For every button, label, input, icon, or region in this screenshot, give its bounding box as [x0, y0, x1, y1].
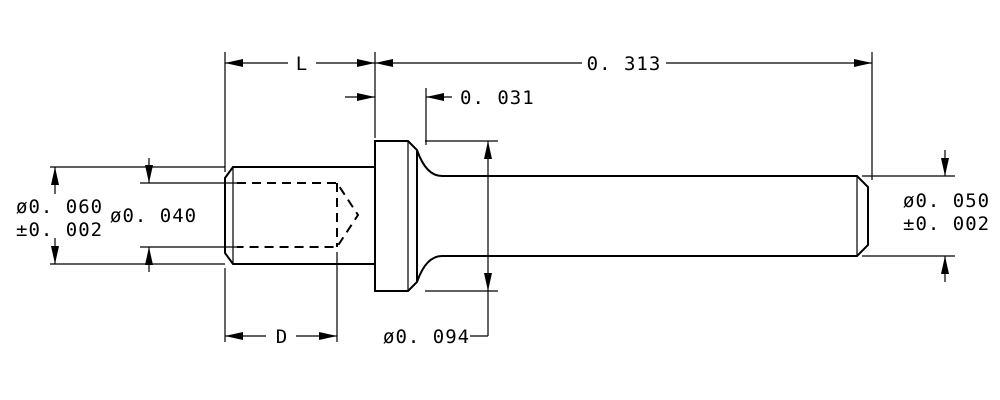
dimension-shank-tolerance-label: ±0. 002 [903, 213, 990, 235]
fillet-top [416, 149, 443, 177]
dimension-bore-diameter-label: ø0. 040 [110, 205, 197, 227]
shank-outline [442, 175, 869, 257]
dimension-head-thickness: 0. 031 [345, 87, 535, 109]
dimension-depth-d-label: D [276, 326, 288, 348]
hidden-bore [237, 182, 360, 248]
part-outline [224, 140, 869, 292]
dimension-l: L [225, 53, 375, 75]
dimension-head-diameter-label: ø0. 094 [383, 326, 470, 348]
dimension-overall-length-label: 0. 313 [587, 53, 662, 75]
dimension-head-diameter: ø0. 094 [383, 141, 492, 348]
dimension-shank-diameter: ø0. 050 ±0. 002 [903, 150, 990, 282]
dimension-tip-diameter-label: ø0. 060 [16, 196, 103, 218]
dimension-depth-d: D [225, 326, 337, 348]
extension-lines [50, 52, 955, 342]
dimension-shank-diameter-label: ø0. 050 [903, 190, 990, 212]
tip-outline [224, 166, 375, 265]
dimension-tip-diameter: ø0. 060 ±0. 002 [10, 167, 103, 264]
dimension-overall-length: 0. 313 [375, 53, 872, 75]
head-outline [374, 140, 418, 292]
dimension-l-label: L [296, 53, 308, 75]
fillet-bottom [416, 255, 443, 283]
dimension-head-thickness-label: 0. 031 [460, 87, 535, 109]
dimension-tip-tolerance-label: ±0. 002 [16, 219, 103, 241]
dimension-bore-diameter: ø0. 040 [110, 158, 197, 272]
